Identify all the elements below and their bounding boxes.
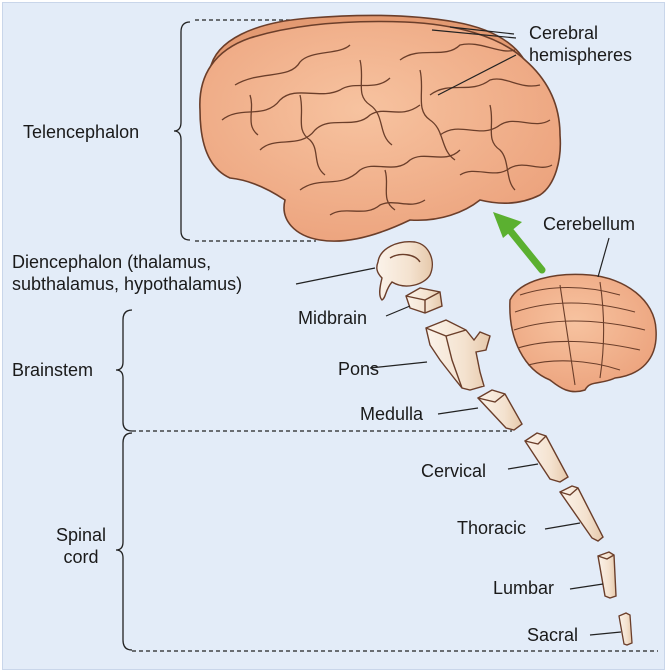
lumbar-shape [597,551,617,599]
spinal-cord-label: Spinal cord [46,524,116,568]
cerebral-hemispheres-label: Cerebral hemispheres [529,22,632,66]
sacral-shape [618,612,633,646]
diencephalon-label-line1: Diencephalon (thalamus, [12,252,212,272]
spinal-cord-bracket [115,432,658,652]
spinal-cord-label-line1: Spinal [55,525,107,545]
cerebellum-label: Cerebellum [543,214,636,234]
pons-shape [425,319,491,391]
brainstem-bracket [115,309,512,432]
telencephalon-label: Telencephalon [23,122,140,142]
pons-label: Pons [338,359,380,379]
medulla-label: Medulla [360,404,424,424]
cerebral-hemispheres [199,14,562,242]
lumbar-label: Lumbar [493,578,555,598]
cervical-shape [524,432,569,483]
diencephalon-label: Diencephalon (thalamus, subthalamus, hyp… [12,251,242,295]
spinal-cord-label-line2: cord [63,547,99,567]
sacral-label: Sacral [527,625,579,645]
leader-lines [295,26,622,636]
cervical-label: Cervical [421,461,487,481]
cerebral-hemispheres-label-line1: Cerebral [529,23,599,43]
brainstem-label: Brainstem [12,360,94,380]
diencephalon-label-line2: subthalamus, hypothalamus) [12,274,243,294]
cerebellum [509,273,657,393]
diencephalon-shape [376,241,433,301]
midbrain-label: Midbrain [298,308,368,328]
front-hemisphere [199,20,562,242]
medulla-shape [476,389,523,431]
midbrain-shape [405,287,443,314]
thoracic-label: Thoracic [457,518,527,538]
cerebellum-folia [513,281,646,386]
arrow-icon [493,212,546,274]
cerebral-hemispheres-label-line2: hemispheres [529,45,633,65]
thoracic-shape [558,485,604,542]
gyri-lines [221,43,553,216]
